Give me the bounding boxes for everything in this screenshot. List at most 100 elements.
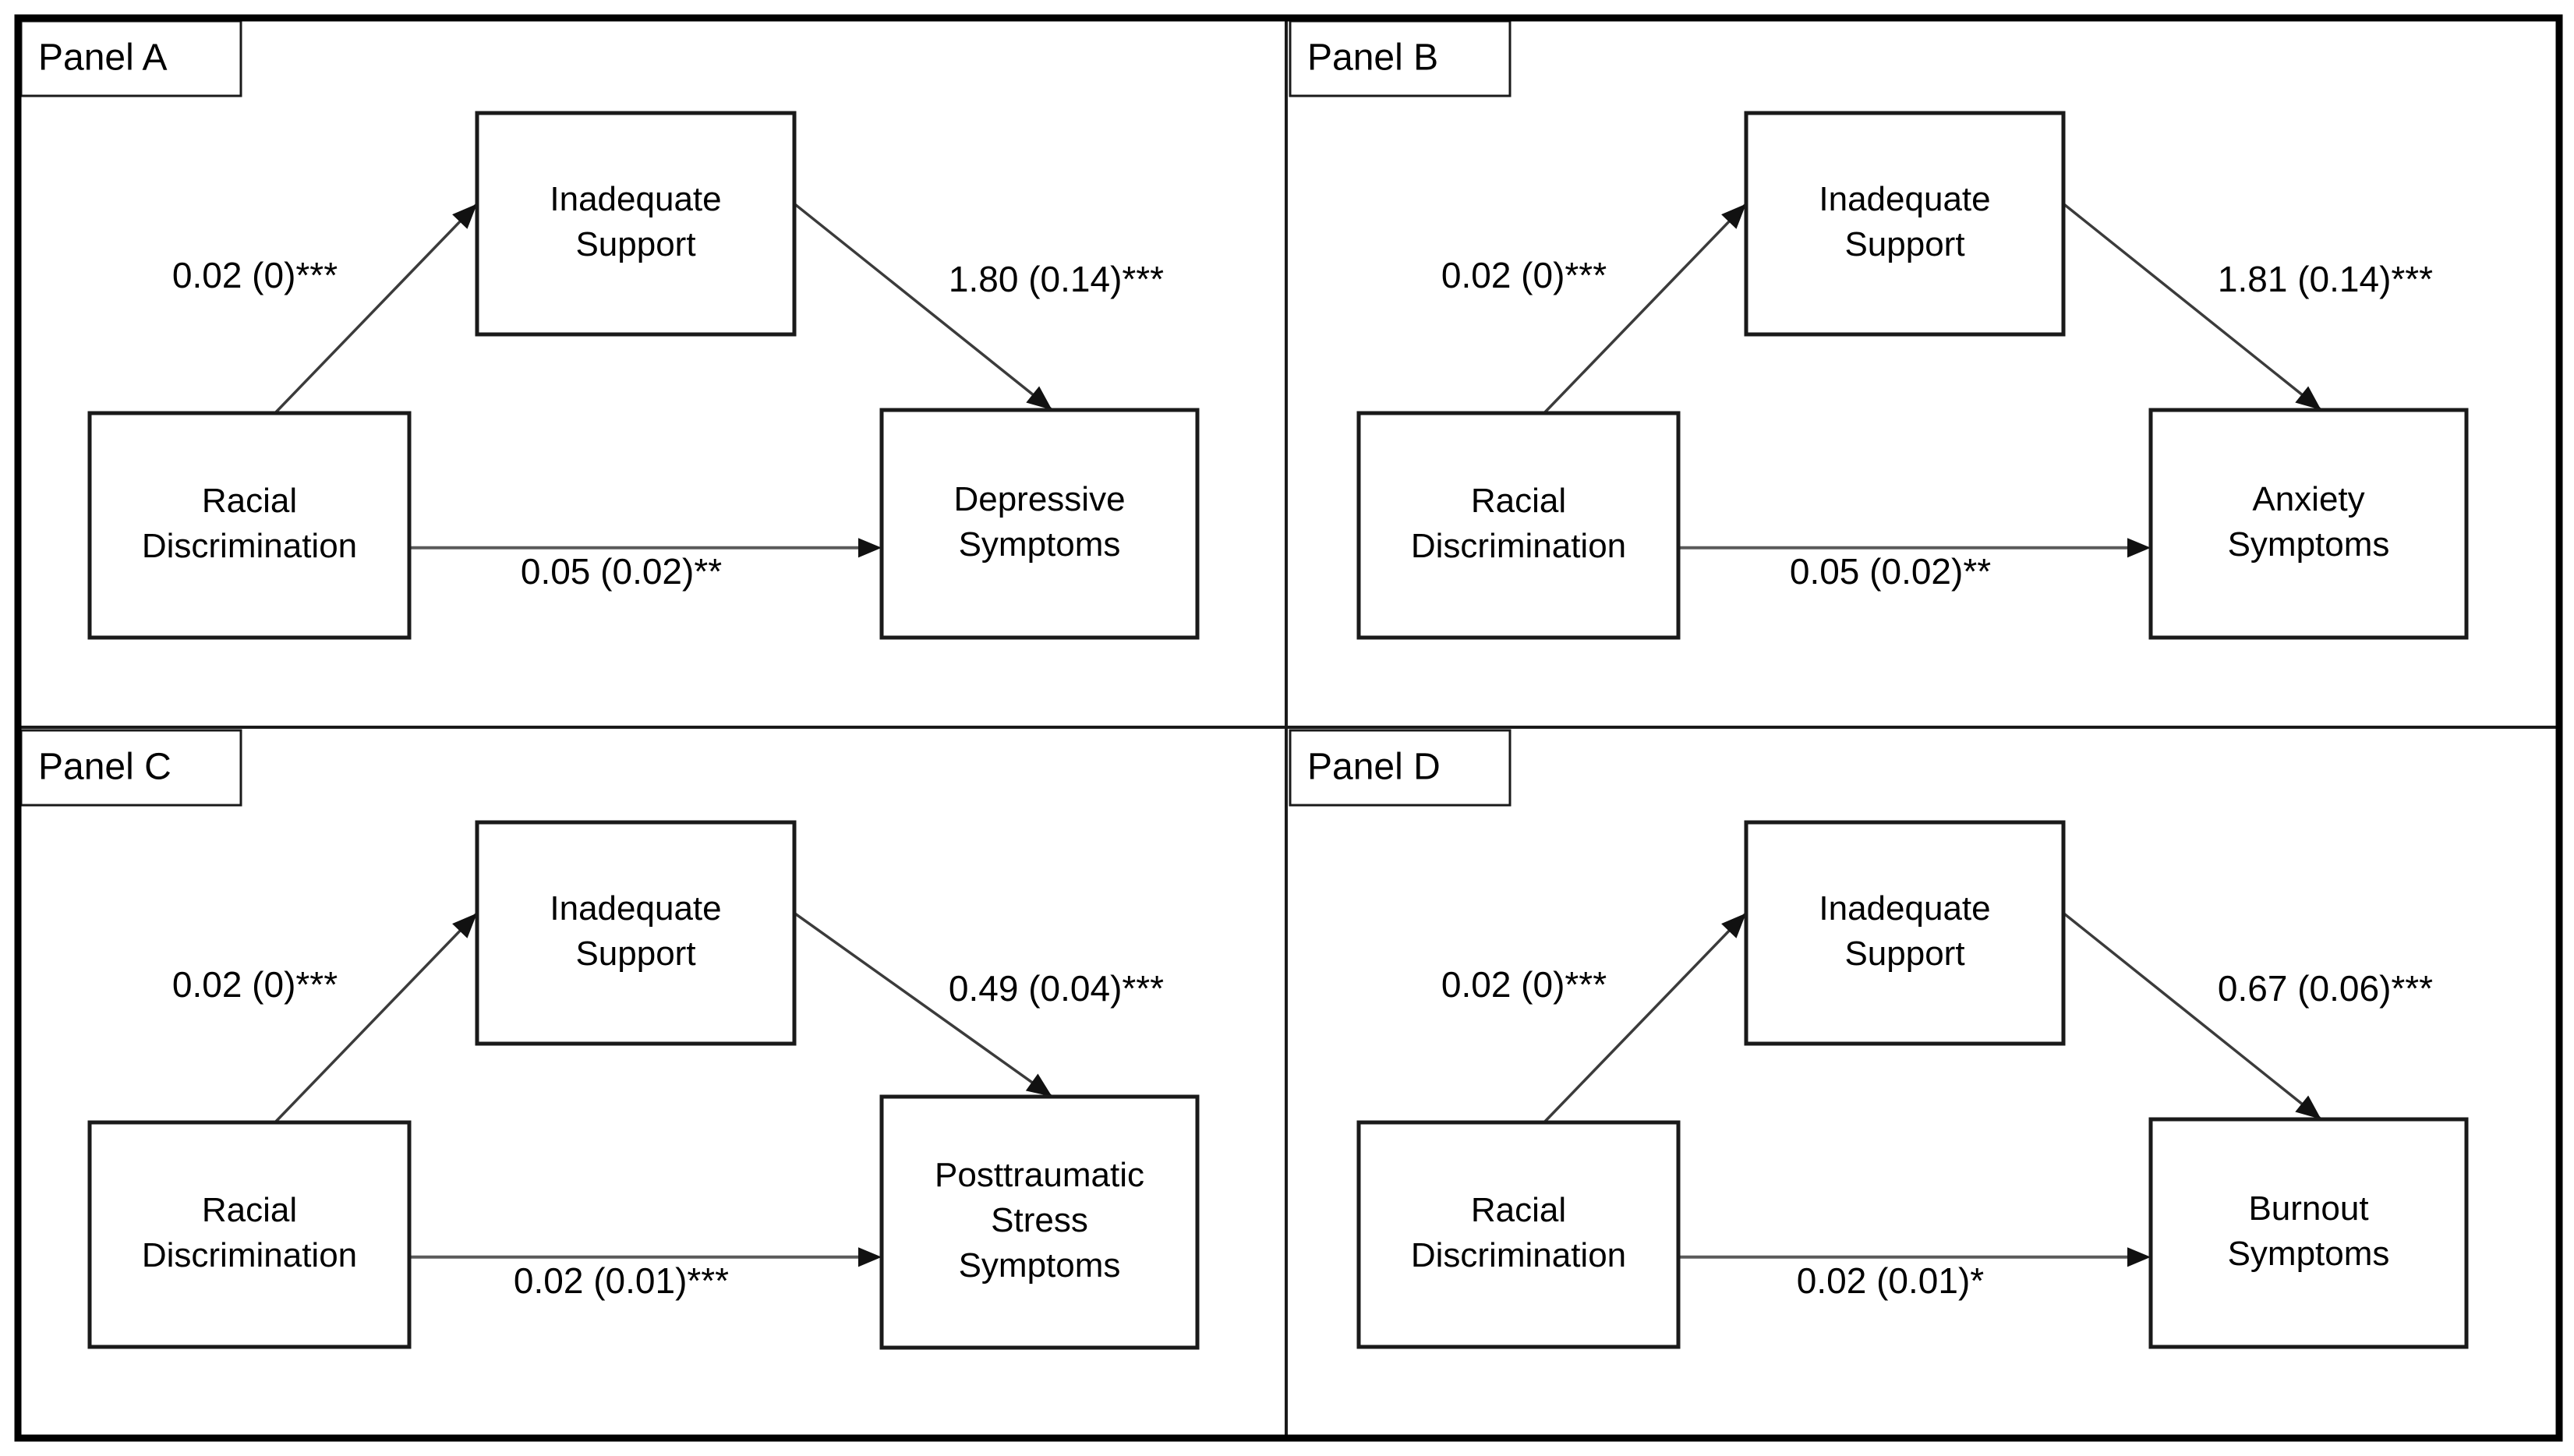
b-path-line [793, 912, 1053, 1098]
text-line: Depressive [953, 480, 1125, 518]
a-path-line [1543, 203, 1748, 415]
a-path-label: 0.02 (0)*** [172, 255, 338, 295]
panel-tag-label: Panel A [38, 37, 167, 79]
text-line: Inadequate [1819, 180, 1990, 218]
text-line: Inadequate [550, 180, 721, 218]
panel-tag-box [1289, 729, 1512, 807]
b-path-line [2062, 912, 2322, 1121]
outcome-box [2148, 408, 2469, 640]
text-line: Discrimination [1411, 527, 1626, 565]
text-line: Symptoms [959, 1246, 1121, 1285]
outcome-box [879, 408, 1200, 640]
b-path-arrowhead [2295, 386, 2321, 410]
b-path-label: 0.67 (0.06)*** [2218, 968, 2433, 1009]
panel-tag-box [19, 19, 242, 97]
panel-tag-label: Panel D [1307, 747, 1441, 788]
text-line: Symptoms [2228, 525, 2390, 564]
b-path-line [2062, 203, 2322, 412]
panel-tag-label: Panel C [38, 747, 171, 788]
text-line: Posttraumatic [935, 1156, 1144, 1194]
a-path-arrowhead [1721, 913, 1746, 938]
b-path-label: 0.49 (0.04)*** [949, 968, 1164, 1009]
text-line: Racial [1471, 1191, 1566, 1229]
mediator-box [475, 820, 797, 1046]
a-path-label: 0.02 (0)*** [1441, 964, 1607, 1005]
text-line: Support [1844, 225, 1964, 263]
outcome-box [2148, 1117, 2469, 1349]
text-line: Discrimination [142, 527, 357, 565]
a-path-line [274, 203, 479, 415]
b-path-label: 1.81 (0.14)*** [2218, 259, 2433, 299]
outer-frame [14, 14, 2563, 1442]
c-path-label: 0.02 (0.01)*** [514, 1260, 729, 1301]
predictor-box [87, 1120, 412, 1349]
c-path-arrowhead [858, 538, 882, 558]
mediator-box [475, 111, 797, 337]
frame-layer [14, 14, 2563, 1442]
edges-group [1543, 203, 2322, 558]
c-path-arrowhead [2127, 538, 2151, 558]
b-path-arrowhead [2295, 1095, 2321, 1119]
text-line: Racial [202, 1191, 297, 1229]
edges-group [1543, 912, 2322, 1267]
a-path-arrowhead [452, 203, 477, 229]
text-line: Support [575, 935, 695, 973]
predictor-box [87, 411, 412, 640]
panel-tag-box [1289, 19, 1512, 97]
c-path-label: 0.05 (0.02)** [521, 551, 722, 592]
predictor-box [1356, 1120, 1681, 1349]
text-line: Discrimination [142, 1236, 357, 1274]
text-line: Anxiety [2252, 480, 2364, 518]
c-path-label: 0.05 (0.02)** [1790, 551, 1991, 592]
b-path-arrowhead [1026, 386, 1052, 410]
text-line: Racial [202, 482, 297, 520]
text-line: Racial [1471, 482, 1566, 520]
outcome-box [879, 1094, 1200, 1350]
a-path-line [1543, 912, 1748, 1124]
text-line: Support [575, 225, 695, 263]
a-path-label: 0.02 (0)*** [1441, 255, 1607, 295]
edges-group [274, 203, 1053, 558]
b-path-arrowhead [1025, 1073, 1052, 1097]
text-line: Symptoms [2228, 1235, 2390, 1273]
b-path-label: 1.80 (0.14)*** [949, 259, 1164, 299]
text-line: Inadequate [1819, 889, 1990, 928]
text-line: Discrimination [1411, 1236, 1626, 1274]
text-line: Support [1844, 935, 1964, 973]
mediator-box [1744, 820, 2066, 1046]
edges-group [274, 912, 1053, 1267]
text-line: Inadequate [550, 889, 721, 928]
panel-tag-label: Panel B [1307, 37, 1438, 79]
a-path-arrowhead [452, 913, 477, 938]
text-line: Symptoms [959, 525, 1121, 564]
predictor-box [1356, 411, 1681, 640]
c-path-label: 0.02 (0.01)* [1797, 1260, 1984, 1301]
a-path-label: 0.02 (0)*** [172, 964, 338, 1005]
text-line: Stress [991, 1201, 1088, 1239]
a-path-line [274, 912, 479, 1124]
mediator-box [1744, 111, 2066, 337]
c-path-arrowhead [2127, 1247, 2151, 1267]
c-path-arrowhead [858, 1247, 882, 1267]
b-path-line [793, 203, 1053, 412]
a-path-arrowhead [1721, 203, 1746, 229]
text-line: Burnout [2248, 1189, 2368, 1228]
